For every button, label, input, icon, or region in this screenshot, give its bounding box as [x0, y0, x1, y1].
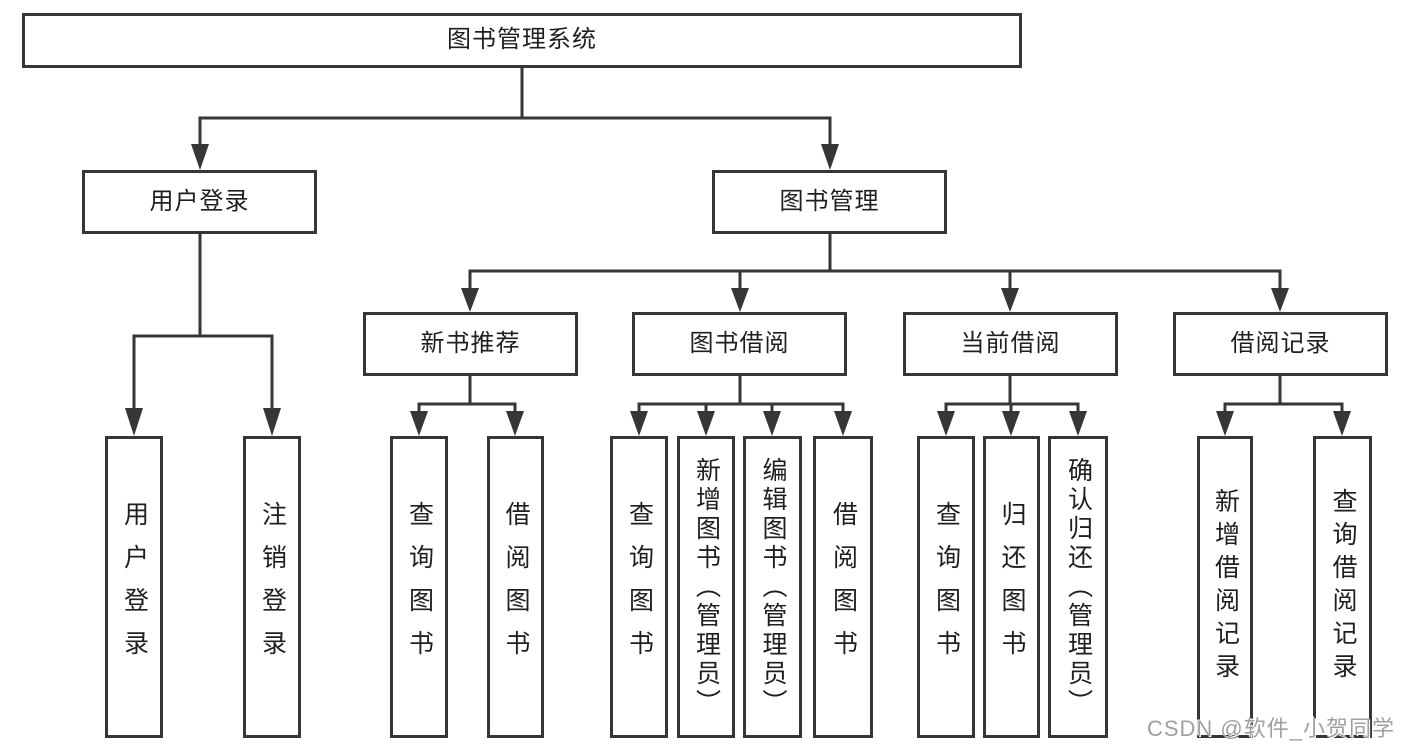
node-borrow-records: 借阅记录 [1173, 312, 1388, 376]
leaf-query-books-current: 查询图书 [917, 436, 975, 738]
leaf-return-books: 归还图书 [983, 436, 1040, 738]
arrowheads [125, 144, 1351, 436]
node-book-management: 图书管理 [712, 170, 947, 234]
node-current-borrow: 当前借阅 [903, 312, 1118, 376]
node-root-library-system: 图书管理系统 [22, 13, 1022, 68]
node-new-book-recommend: 新书推荐 [363, 312, 578, 376]
node-user-login: 用户登录 [82, 170, 317, 234]
leaf-edit-books-admin: 编辑图书（管理员） [743, 436, 802, 738]
node-book-borrow: 图书借阅 [632, 312, 847, 376]
leaf-borrow-books: 借阅图书 [813, 436, 873, 738]
leaf-logout: 注销登录 [243, 436, 301, 738]
leaf-query-books-borrow: 查询图书 [610, 436, 668, 738]
leaf-confirm-return-admin: 确认归还（管理员） [1048, 436, 1108, 738]
leaf-user-login: 用户登录 [105, 436, 163, 738]
leaf-query-borrow-record: 查询借阅记录 [1313, 436, 1372, 738]
leaf-borrow-books-recommend: 借阅图书 [487, 436, 544, 738]
leaf-add-borrow-record: 新增借阅记录 [1197, 436, 1253, 738]
leaf-add-books-admin: 新增图书（管理员） [677, 436, 735, 738]
leaf-query-books-recommend: 查询图书 [390, 436, 448, 738]
